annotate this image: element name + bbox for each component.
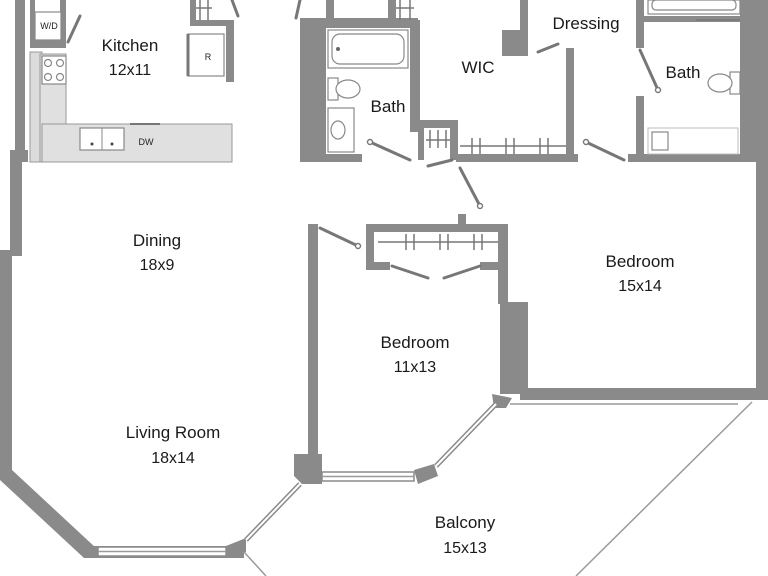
kitchen-fixtures: DW W/D R (29, 0, 302, 163)
bath-right-fixtures (582, 0, 741, 162)
kitchen-island (41, 123, 233, 163)
bedroom-small-name: Bedroom (381, 333, 450, 352)
refrigerator-label: R (205, 52, 212, 62)
wic-fixtures (426, 42, 566, 210)
kitchen-dims: 12x11 (109, 62, 152, 79)
wall-closet-left (366, 224, 374, 270)
wall-bedroom-diag-bottom (414, 464, 438, 484)
bath-center-name: Bath (371, 97, 406, 116)
wall-bedroom-diag-top (492, 394, 512, 408)
living-room-name: Living Room (126, 423, 221, 442)
wall-bath-bottom (300, 154, 362, 162)
wall-closet-br (480, 262, 500, 270)
wall-left-mid (10, 158, 22, 256)
refrigerator (187, 33, 225, 77)
balcony-dims: 15x13 (443, 540, 487, 557)
wall-rbath-left-bottom (636, 96, 644, 160)
wall-bedroom-stub (458, 214, 466, 226)
bath-right-name: Bath (666, 63, 701, 82)
wall-bedroom-bottom (520, 388, 768, 400)
wall-rbath-bottom (628, 154, 758, 162)
wall-bath-top (300, 18, 418, 28)
wall-linen-right (450, 120, 458, 160)
wall-bedroom-small-top (366, 224, 506, 232)
door-dressing (536, 42, 560, 54)
wall-closet-bl (370, 262, 390, 270)
wall-living-diagonal (0, 470, 96, 558)
walls (0, 0, 768, 558)
wall-living-corner (226, 538, 246, 558)
dishwasher-label: DW (139, 137, 154, 147)
bedroom-large-dims: 15x14 (618, 278, 662, 295)
wall-kitchen-left (30, 0, 35, 42)
wall-bedroom-small-left (308, 224, 318, 460)
wall-wic-top (520, 0, 528, 30)
dining-dims: 18x9 (140, 257, 175, 274)
door-closet-left (390, 264, 430, 280)
kitchen-name: Kitchen (102, 36, 159, 55)
toilet-right (707, 73, 733, 93)
dressing-name: Dressing (552, 14, 619, 33)
door-bath-right (638, 48, 660, 92)
wall-bedroom-right (756, 154, 768, 400)
wall-rbath-top (644, 16, 744, 22)
wall-bedroom-small-right (498, 224, 508, 304)
wall-bath-left (300, 20, 326, 162)
wall-kitchen-top-right (190, 0, 196, 26)
bedroom-large-name: Bedroom (606, 252, 675, 271)
bath-center-fixtures (327, 0, 414, 162)
balcony-name: Balcony (435, 513, 496, 532)
room-labels: Kitchen 12x11 Dressing WIC Bath Bath Din… (102, 14, 701, 557)
wall-wic-bottom (456, 154, 578, 162)
door-bedroom-large (584, 140, 626, 162)
wall-kitchen-wd-right (60, 0, 66, 48)
wall-linen-top (418, 120, 458, 128)
washer-dryer (34, 11, 62, 41)
wall-bedroom-small-corner (294, 454, 322, 484)
wall-right-upper (740, 0, 768, 160)
windows (97, 402, 498, 557)
door-linen (426, 158, 454, 168)
balcony-outline (243, 401, 753, 576)
bedroom-small-dims: 11x13 (394, 359, 437, 376)
bedroom-small-closet (318, 226, 498, 280)
door-wd (66, 14, 82, 44)
door-bedroom-small (318, 226, 360, 248)
washer-dryer-label: W/D (40, 21, 58, 31)
wall-kitchen-wd (30, 40, 66, 48)
wall-bath-top-stub (326, 0, 334, 22)
door-hall (458, 166, 482, 208)
wall-bath-right (410, 20, 420, 132)
living-room-dims: 18x14 (151, 450, 195, 467)
wall-left-upper (15, 0, 25, 160)
wall-wic-pillar (502, 30, 528, 56)
door-bath-center (368, 140, 412, 162)
wall-bath-top-stub2 (388, 0, 396, 22)
wall-bedroom-pillar (500, 302, 528, 394)
toilet-center (335, 79, 361, 99)
wall-wic-right (566, 48, 574, 158)
wic-name: WIC (461, 58, 494, 77)
door-closet-right (442, 264, 482, 280)
dining-name: Dining (133, 231, 181, 250)
wall-fridge-top (190, 20, 234, 26)
wall-fridge-right (226, 20, 234, 82)
wall-left-lower (0, 250, 12, 475)
wall-rbath-left-top (636, 0, 644, 48)
wall-linen-left (418, 120, 424, 160)
